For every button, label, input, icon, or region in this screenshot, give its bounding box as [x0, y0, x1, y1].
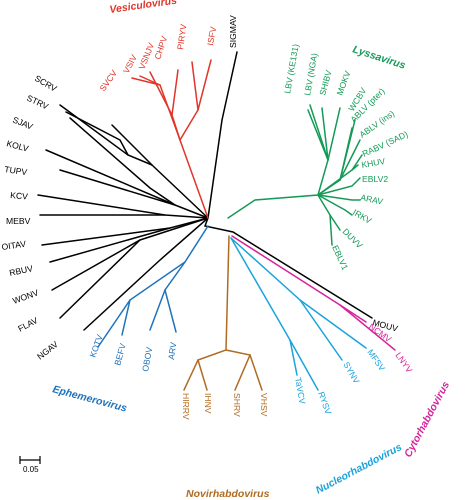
ephemerovirus-branches: [97, 225, 209, 348]
leaf-kotv: KOTV: [87, 333, 104, 359]
leaf-ngav: NGAV: [35, 339, 60, 362]
leaf-kolv: KOLV: [5, 138, 29, 153]
lyssavirus-branches: [227, 104, 363, 246]
cytorhabdovirus-branches: [231, 235, 396, 351]
genus-lyssavirus: Lyssavirus: [351, 43, 407, 71]
ephemerovirus-leaf-labels: KOTV BEFV OBOV ARV: [87, 333, 178, 372]
leaf-irkv: IRKV: [351, 207, 374, 226]
leaf-wonv: WONV: [11, 287, 40, 306]
genus-cytorhabdovirus: Cytorhabdovirus: [402, 379, 452, 459]
leaf-arav: ARAV: [360, 192, 385, 207]
leaf-oitav: OITAV: [1, 239, 27, 252]
leaf-rbuv: RBUV: [8, 263, 34, 278]
leaf-piryv: PIRYV: [175, 23, 189, 50]
leaf-obov: OBOV: [140, 346, 154, 372]
leaf-tupv: TUPV: [4, 164, 28, 177]
leaf-kcv: KCV: [10, 190, 29, 202]
leaf-flav: FLAV: [16, 315, 39, 334]
leaf-ihnv: IHNV: [203, 393, 213, 414]
leaf-khuv: KHUV: [361, 156, 387, 170]
leaf-scrv: SCRV: [33, 73, 59, 94]
leaf-rysv: RYSV: [316, 390, 333, 416]
leaf-shibv: SHIBV: [317, 69, 333, 97]
leaf-eblv2: EBLV2: [362, 174, 388, 184]
vesiculovirus-branches: [131, 59, 212, 219]
leaf-befv: BEFV: [112, 342, 128, 367]
leaf-lbv-ke131: LBV (KE131): [282, 43, 301, 94]
leaf-chpv: CHPV: [152, 35, 169, 61]
leaf-duvv: DUVV: [341, 226, 365, 250]
leaf-mfsv: MFSV: [365, 347, 387, 373]
genus-nucleorhabdovirus: Nucleorhabdovirus: [314, 441, 404, 497]
leaf-svcv: SVCV: [97, 68, 119, 93]
nucleorhabdovirus-branches: [230, 237, 367, 391]
genus-ephemerovirus: Ephemerovirus: [51, 383, 128, 414]
leaf-hirrv: HIRRV: [181, 393, 191, 420]
novirhabdovirus-branches: [183, 235, 263, 391]
unassigned-branches: [37, 51, 373, 331]
vesiculovirus-leaf-labels: SVCV VSIV VSNJV CHPV PIRYV ISFV: [97, 23, 218, 93]
leaf-vhsv: VHSV: [259, 393, 269, 417]
leaf-mokv: MOKV: [334, 69, 352, 96]
unassigned-leaf-labels: SIGMAV SCRV STRV SJAV KOLV TUPV KCV MEBV…: [1, 15, 399, 362]
leaf-lnyv: LNYV: [393, 350, 414, 374]
leaf-eblv1: EBLV1: [330, 244, 350, 272]
leaf-arv: ARV: [166, 341, 178, 360]
genus-novirhabdovirus: Novirhabdovirus: [186, 488, 270, 500]
leaf-isfv: ISFV: [205, 26, 218, 47]
novirhabdovirus-leaf-labels: HIRRV IHNV SHRV VHSV: [181, 393, 269, 420]
leaf-vsiv: VSIV: [121, 53, 139, 75]
genus-vesiculovirus: Vesiculovirus: [109, 0, 178, 16]
leaf-mebv: MEBV: [6, 216, 31, 226]
leaf-tavcv: TaVCV: [293, 377, 308, 405]
leaf-strv: STRV: [25, 93, 50, 112]
leaf-shrv: SHRV: [232, 393, 242, 417]
leaf-lbv-nga: LBV (NGA): [302, 52, 319, 96]
leaf-sigmav: SIGMAV: [228, 15, 238, 48]
scale-bar-label: 0.05: [23, 465, 39, 474]
leaf-sjav: SJAV: [11, 115, 34, 132]
leaf-synv: SYNV: [341, 360, 361, 385]
